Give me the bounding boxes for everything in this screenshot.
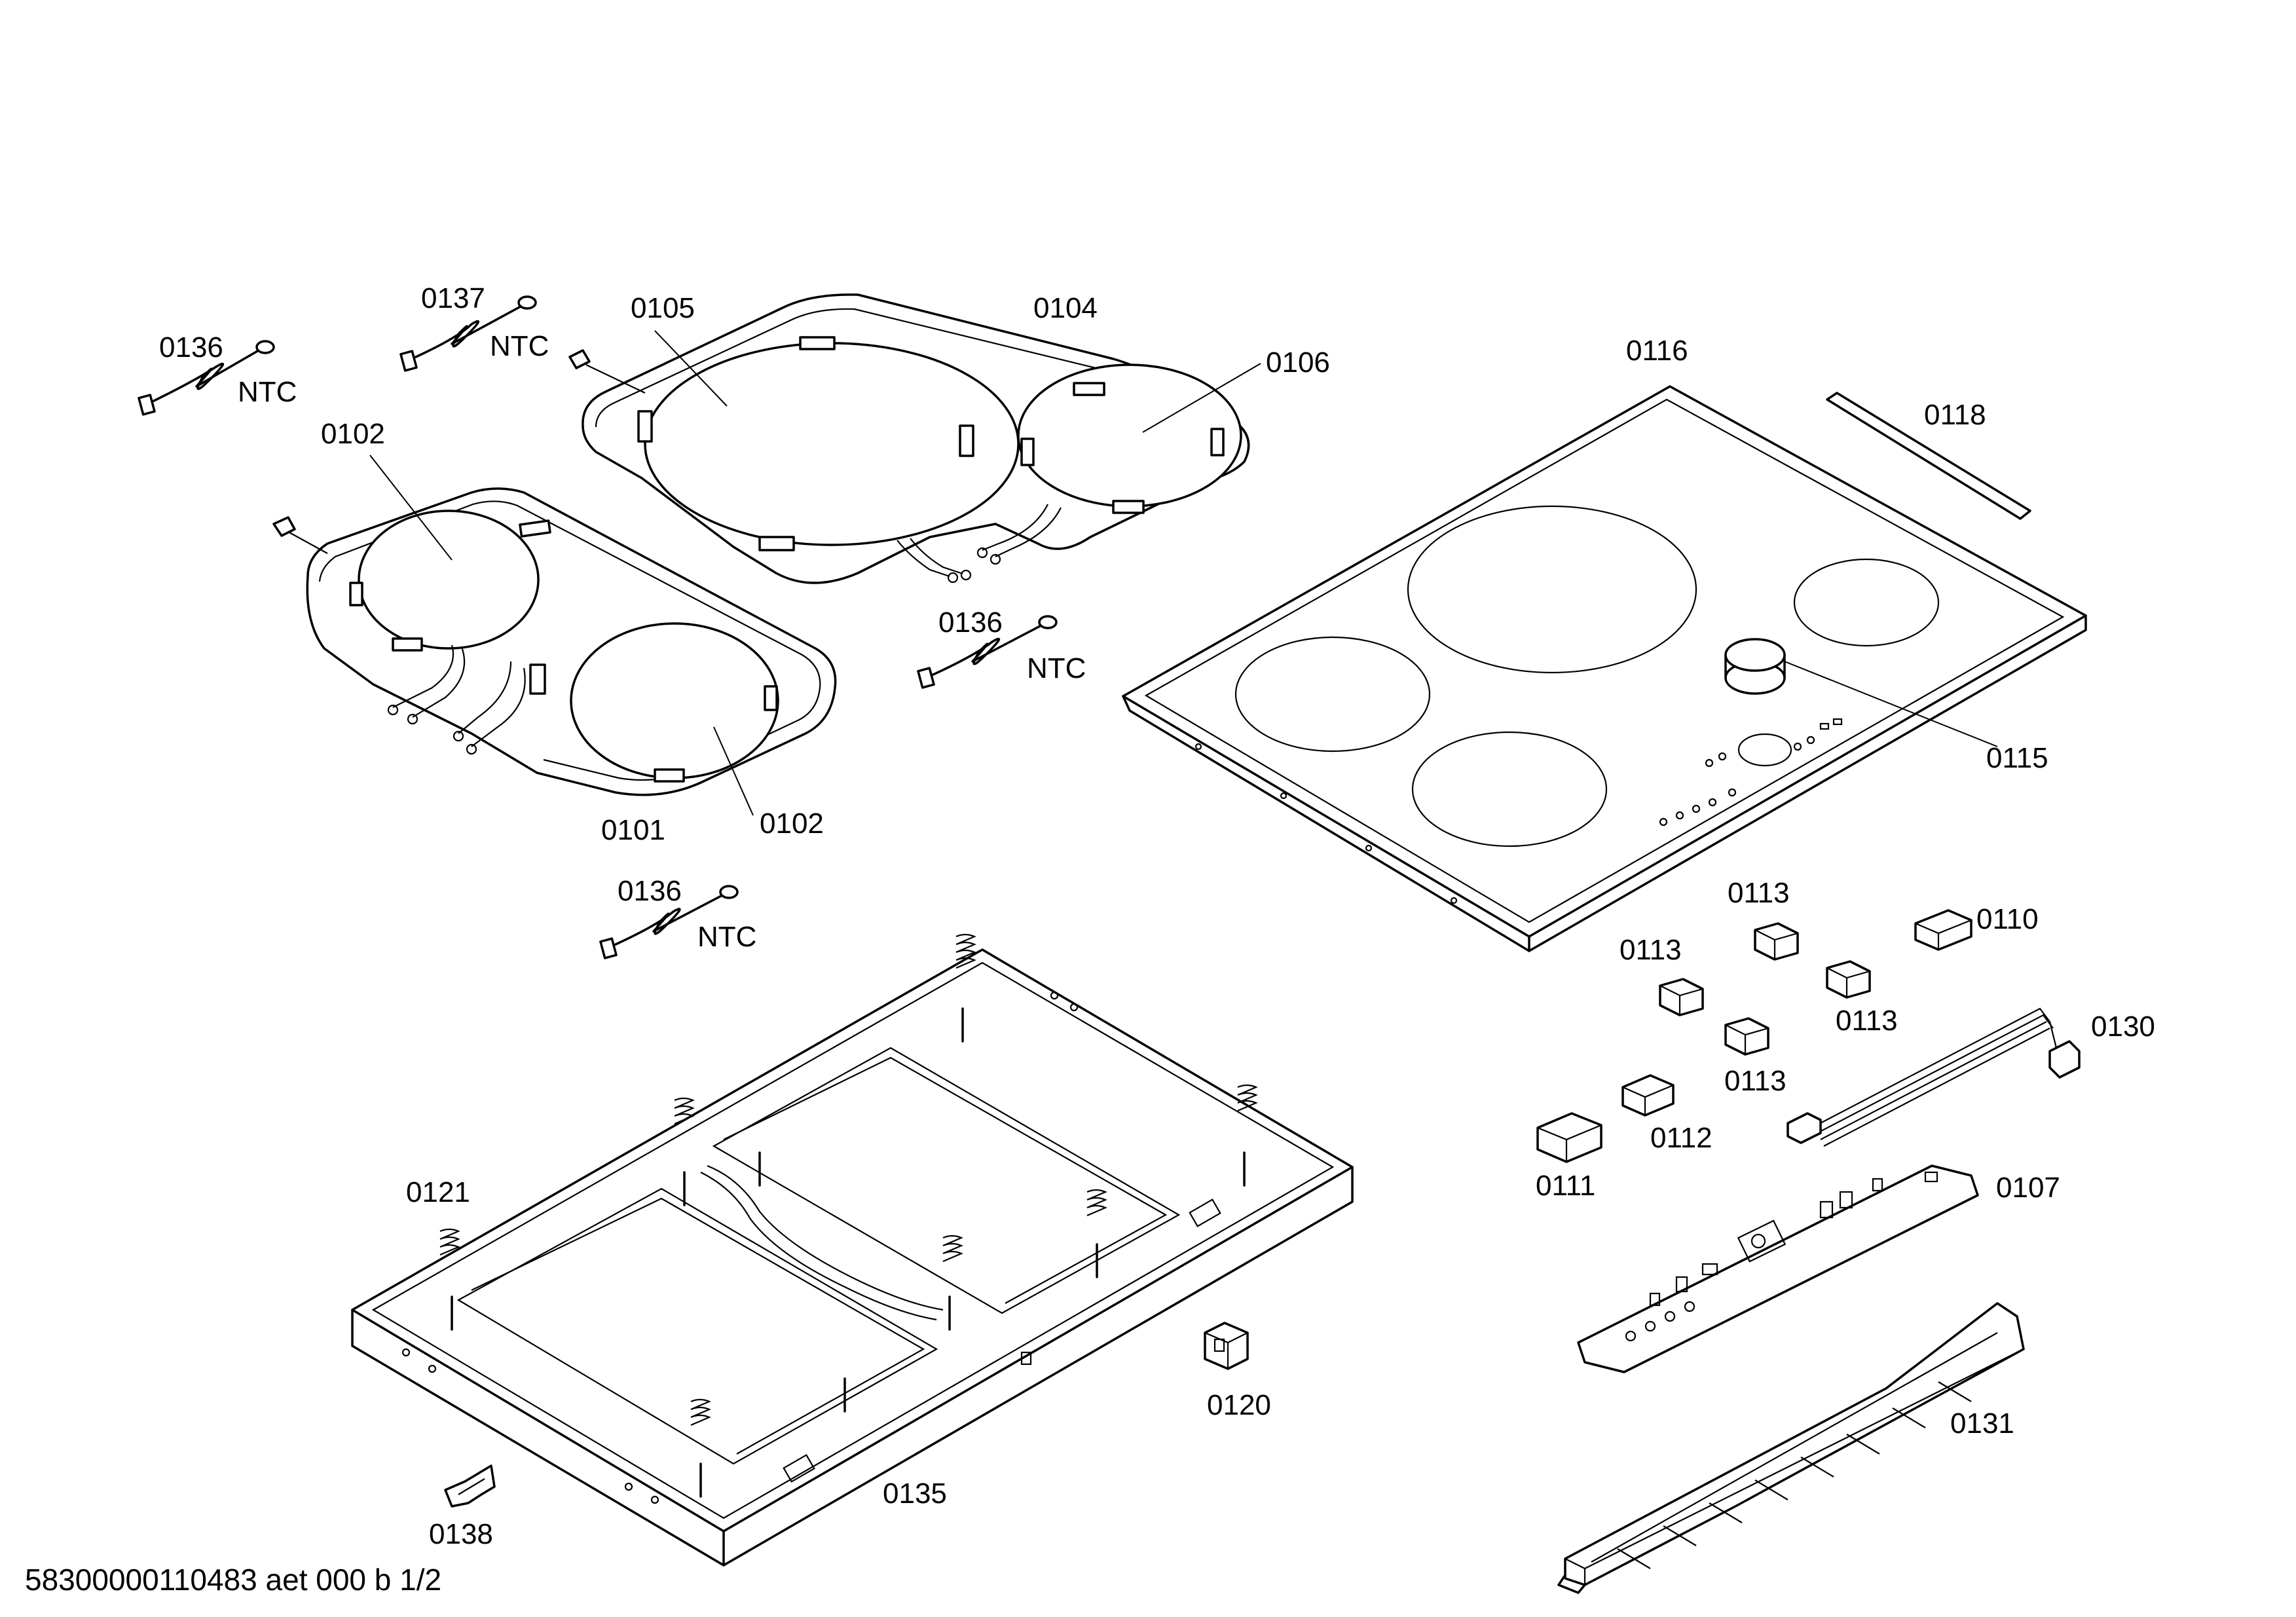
label-0104: 0104 (1033, 292, 1098, 324)
relay-0110 (1914, 909, 1972, 951)
label-0135: 0135 (883, 1478, 947, 1510)
heating-element-0102-right (570, 622, 779, 779)
label-0113-top: 0113 (1728, 877, 1790, 909)
label-0105: 0105 (631, 292, 695, 324)
label-0137: 0137 (421, 282, 485, 314)
label-0113-right: 0113 (1836, 1005, 1898, 1037)
zone-outline-rear-right (1793, 558, 1940, 647)
label-0131: 0131 (1950, 1407, 2014, 1440)
label-0110: 0110 (1976, 903, 2039, 935)
label-0106: 0106 (1266, 346, 1330, 379)
label-0113-left: 0113 (1620, 934, 1682, 966)
label-0121: 0121 (406, 1176, 470, 1208)
label-0120: 0120 (1207, 1389, 1271, 1421)
clip-0120 (1204, 1322, 1249, 1370)
label-0115: 0115 (1986, 742, 2048, 774)
heating-plate-left (272, 487, 837, 796)
label-ntc-b: NTC (490, 330, 549, 362)
label-0101: 0101 (601, 814, 665, 846)
heating-element-0102-left (358, 510, 540, 650)
label-ntc-d: NTC (697, 921, 756, 953)
ribbon-cable-0130 (1787, 1007, 2081, 1147)
label-0136-c: 0136 (618, 875, 682, 907)
glass-ceramic-top (1122, 385, 2087, 952)
label-0116: 0116 (1626, 335, 1688, 367)
label-0102-a: 0102 (321, 418, 385, 450)
heating-plate-right (568, 293, 1250, 584)
label-0113-bottom: 0113 (1724, 1065, 1787, 1097)
ntc-sensor-b (399, 295, 537, 372)
label-0111: 0111 (1536, 1170, 1595, 1202)
label-0130: 0130 (2091, 1011, 2155, 1043)
label-0112: 0112 (1650, 1122, 1713, 1154)
sealing-strip-0118 (1826, 392, 2031, 520)
document-reference: 58300000110483 aet 000 b 1/2 (25, 1563, 441, 1597)
zone-outline-front-left (1234, 636, 1431, 753)
label-ntc-c: NTC (1027, 652, 1086, 684)
label-0107: 0107 (1996, 1172, 2060, 1204)
label-0118: 0118 (1924, 399, 1986, 431)
relay-0113-top (1754, 922, 1799, 961)
magnetic-knob-0115 (1724, 638, 1786, 695)
clip-0138 (444, 1464, 496, 1508)
ntc-sensor-d (599, 885, 739, 959)
control-board-0107 (1577, 1164, 1979, 1373)
label-0102-b: 0102 (760, 808, 824, 840)
relay-0113-right (1826, 960, 1871, 999)
label-0138: 0138 (429, 1518, 493, 1550)
label-ntc-a: NTC (238, 376, 297, 408)
housing-tray-0135 (351, 933, 1354, 1567)
relay-0113-left (1659, 978, 1704, 1016)
relay-0111 (1536, 1112, 1602, 1163)
ntc-sensor-c (917, 615, 1058, 689)
label-0136-b: 0136 (938, 606, 1003, 639)
relay-0113-bottom (1724, 1017, 1769, 1056)
carrier-bracket-0131 (1557, 1302, 2025, 1594)
heating-element-0106 (1017, 363, 1242, 508)
ntc-sensor-a (138, 340, 275, 416)
zone-outline-rear-center (1407, 505, 1697, 674)
leader-lines (369, 330, 1998, 816)
label-0136-a: 0136 (159, 331, 223, 363)
zone-outline-front-center (1411, 731, 1608, 847)
relay-0112 (1621, 1074, 1675, 1117)
part-labels: 0136 0137 0105 0104 0106 0116 0118 0102 … (159, 282, 2155, 1550)
